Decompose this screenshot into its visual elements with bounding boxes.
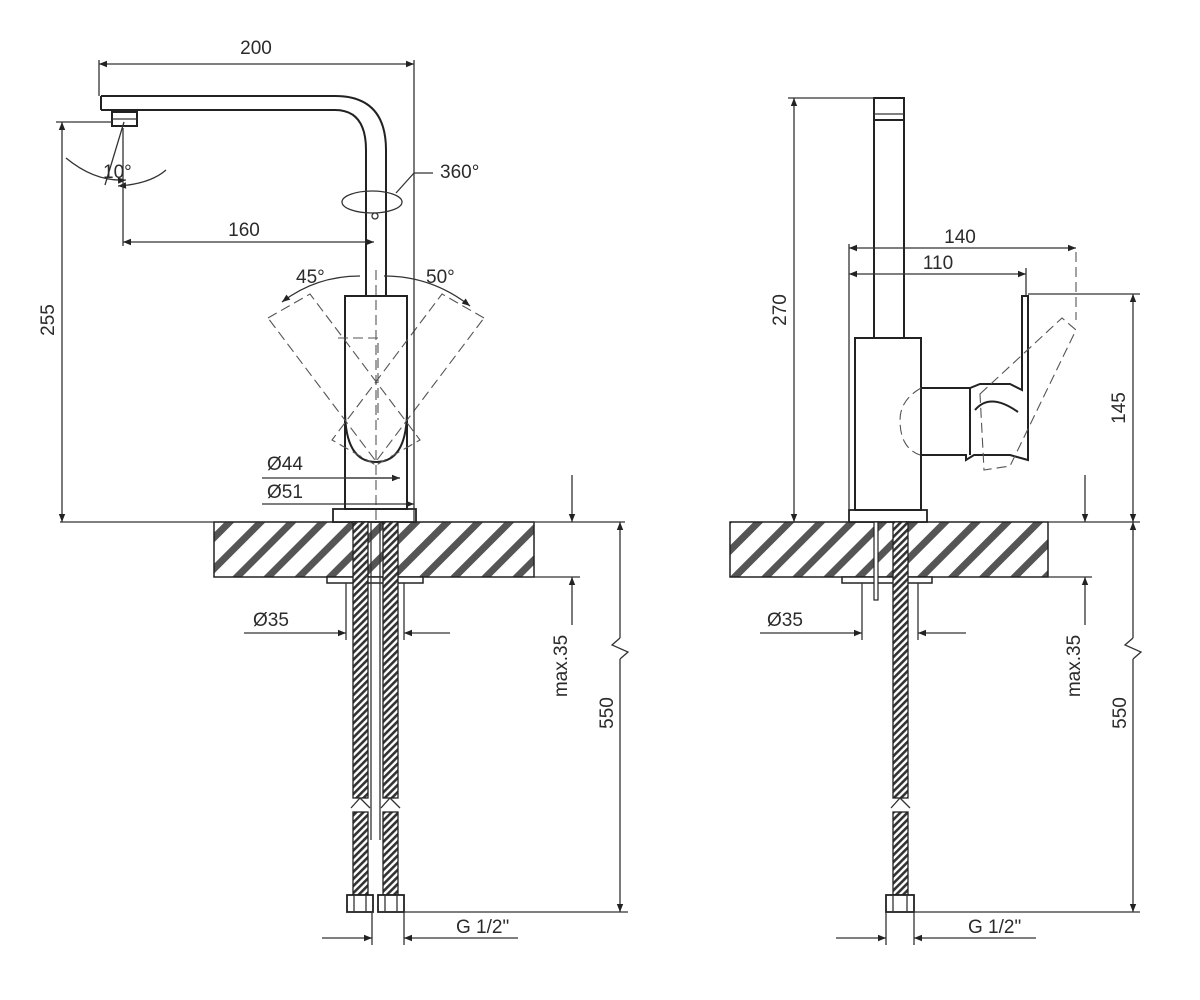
front-hose-right xyxy=(382,521,399,799)
rotation-ellipse xyxy=(341,190,403,214)
dim-body-dia-label: Ø44 xyxy=(267,454,303,475)
front-body xyxy=(344,295,408,510)
side-lever xyxy=(920,295,1029,462)
front-nut-left xyxy=(346,894,374,913)
front-washer xyxy=(326,576,424,584)
side-dim-total-height-label: 270 xyxy=(770,294,791,326)
angle-lever-left-label: 45° xyxy=(296,267,325,288)
side-view: 270 140 110 145 Ø35 max.35 550 G 1/2" xyxy=(729,97,1143,945)
dim-deck-thickness-label: max.35 xyxy=(551,635,572,697)
dim-reach-total-label: 200 xyxy=(240,38,272,59)
side-nut xyxy=(885,894,915,913)
front-deck-section xyxy=(213,521,535,578)
dim-spout-height-label: 255 xyxy=(38,304,59,336)
side-dim-lever-height-label: 145 xyxy=(1109,392,1130,424)
angle-rotation-label: 360° xyxy=(440,162,479,183)
side-body xyxy=(854,337,922,511)
side-dim-hole-dia-label: Ø35 xyxy=(767,610,803,631)
dim-hose-length-label: 550 xyxy=(597,697,618,729)
angle-spout-tilt-label: 10° xyxy=(103,162,132,183)
thread-label: G 1/2" xyxy=(456,917,509,938)
side-dim-hose-length-label: 550 xyxy=(1110,697,1131,729)
dim-reach-spout-label: 160 xyxy=(228,220,260,241)
side-dim-body-reach-label: 110 xyxy=(923,253,953,274)
front-nut-right xyxy=(377,894,405,913)
front-lever-ghosts xyxy=(267,270,485,520)
dim-base-dia-label: Ø51 xyxy=(267,482,303,503)
side-dim-deck-thickness-label: max.35 xyxy=(1064,635,1085,697)
front-spout xyxy=(101,95,387,296)
side-dim-lever-reach-label: 140 xyxy=(944,227,976,248)
side-base-plate xyxy=(848,509,928,523)
front-view: 200 160 255 10° 360° 45° 50° Ø44 Ø51 Ø35… xyxy=(38,38,630,945)
front-hose-left xyxy=(352,521,369,799)
side-deck-section xyxy=(729,521,1049,578)
dim-hole-dia-label: Ø35 xyxy=(253,610,289,631)
side-spout-tube xyxy=(873,97,905,339)
side-hose xyxy=(892,521,909,799)
angle-lever-right-label: 50° xyxy=(426,267,455,288)
side-thread-label: G 1/2" xyxy=(968,917,1021,938)
front-base-plate xyxy=(332,508,417,523)
